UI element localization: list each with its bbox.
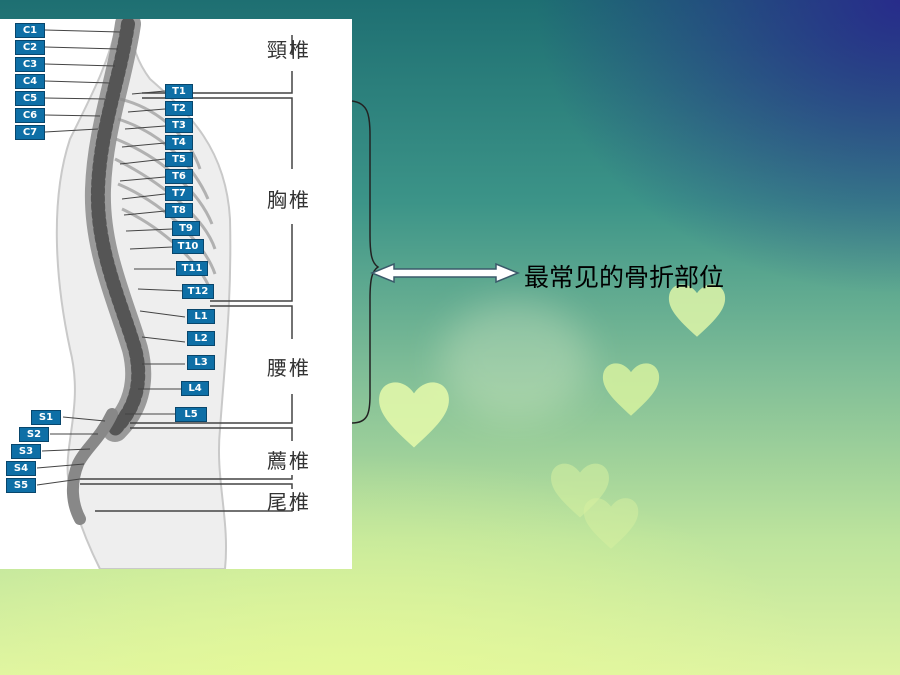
vertebra-label-c1: C1 (15, 23, 45, 38)
vertebra-label-c2: C2 (15, 40, 45, 55)
vertebra-label-l4: L4 (181, 381, 209, 396)
vertebra-label-c4: C4 (15, 74, 45, 89)
region-label-cervical: 頸椎 (267, 38, 311, 62)
vertebra-label-l1: L1 (187, 309, 215, 324)
vertebra-label-s3: S3 (11, 444, 41, 459)
vertebra-label-c3: C3 (15, 57, 45, 72)
heart-icon (602, 363, 660, 416)
vertebra-label-t6: T6 (165, 169, 193, 184)
vertebra-label-t7: T7 (165, 186, 193, 201)
vertebra-label-t1: T1 (165, 84, 193, 99)
double-arrow-icon (370, 262, 520, 284)
vertebra-label-l3: L3 (187, 355, 215, 370)
heart-icon (551, 463, 609, 518)
vertebra-label-t8: T8 (165, 203, 193, 218)
region-label-lumbar: 腰椎 (267, 356, 311, 380)
vertebra-label-l2: L2 (187, 331, 215, 346)
vertebra-label-t3: T3 (165, 118, 193, 133)
spine-diagram: C1 C2 C3 C4 C5 C6 C7 T1 T2 T3 T4 T5 T6 T… (0, 19, 352, 569)
vertebra-label-s5: S5 (6, 478, 36, 493)
vertebra-label-c7: C7 (15, 125, 45, 140)
background-glow (440, 300, 590, 420)
heart-icon (583, 498, 639, 549)
vertebra-label-t9: T9 (172, 221, 200, 236)
heart-icon (379, 382, 449, 448)
vertebra-label-t10: T10 (172, 239, 204, 254)
vertebra-label-t11: T11 (176, 261, 208, 276)
vertebra-label-c6: C6 (15, 108, 45, 123)
vertebra-label-c5: C5 (15, 91, 45, 106)
callout-text: 最常见的骨折部位 (524, 263, 725, 292)
region-label-thoracic: 胸椎 (267, 188, 311, 212)
vertebra-label-t12: T12 (182, 284, 214, 299)
region-label-coccyx: 尾椎 (267, 490, 311, 514)
vertebra-label-s2: S2 (19, 427, 49, 442)
vertebra-label-l5: L5 (175, 407, 207, 422)
region-label-sacral: 薦椎 (267, 449, 311, 473)
vertebra-label-t4: T4 (165, 135, 193, 150)
vertebra-label-t2: T2 (165, 101, 193, 116)
fracture-bracket (351, 100, 380, 424)
vertebra-label-s4: S4 (6, 461, 36, 476)
vertebra-label-t5: T5 (165, 152, 193, 167)
heart-icon (668, 284, 726, 337)
vertebra-label-s1: S1 (31, 410, 61, 425)
